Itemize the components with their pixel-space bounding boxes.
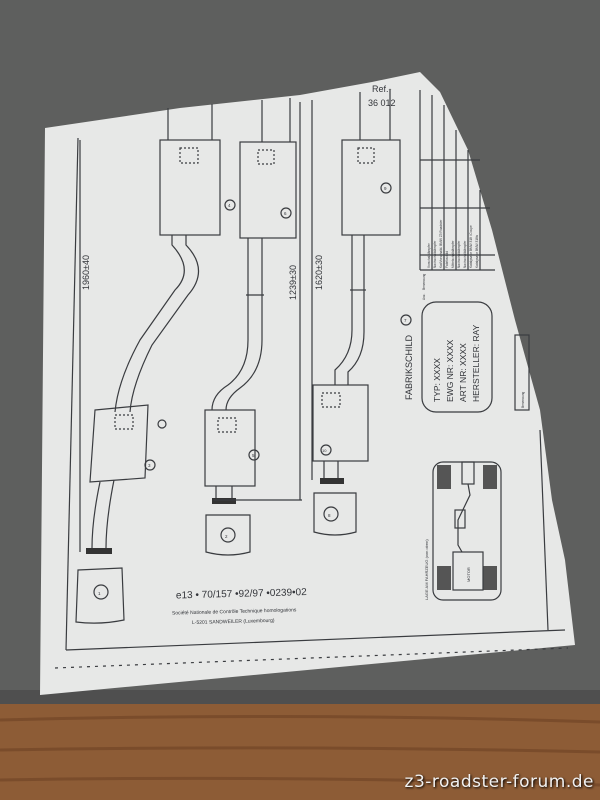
motor-label: MOTOR [466,567,471,582]
ref-code: 36 012 [368,98,396,108]
drawing: 1960±40 1239±30 1620±30 Ref.- 36 012 1 2… [54,84,569,669]
dimension-middle: 1239±30 [288,265,298,300]
engine-1 [75,567,125,624]
part-number: 6 [284,211,287,216]
part-number: 5 [252,453,255,458]
part-number: 8 [328,513,331,518]
lab-line-1: Société Nationale de Contrôle Technique … [172,607,297,616]
dimension-right: 1620±30 [314,255,324,290]
parts-table [419,90,495,271]
label-plate-box [421,301,493,413]
middle-muffler-2 [204,409,256,487]
dimension-left: 1960±40 [81,255,91,290]
table-row: Fabrikschild [445,251,449,268]
label-plate-line: TYP: XXXX [432,358,442,402]
label-plate-line: HERSTELLER: RAY [471,324,481,402]
table-row: Nachschalldämpfer [463,240,467,268]
table-footer: Benennung [422,273,426,290]
lab-line-2: L-5201 SANDWEILER (Luxembourg) [192,618,275,626]
paper-sheet [40,72,575,695]
table-row: Nachschalldämpfer [457,240,461,268]
part-number: 1 [98,591,101,596]
engine-3 [313,492,357,536]
part-number: 10 [322,448,327,453]
middle-muffler-1 [89,404,149,483]
table-row: Katalysator BMW 318 i Coupe [469,225,473,268]
table-row: Nachschalldämpfer [433,240,437,268]
label-plate-title: FABRIKSCHILD [404,334,414,400]
rear-muffler-3 [341,139,401,236]
table-row: Katalysator BMW 318is [475,234,479,268]
middle-muffler-3 [312,384,369,462]
label-plate-line: EWG NR: XXXX [445,339,455,402]
table-footer: Benennung [521,391,525,408]
table-row: Mittelschalldämpfer [451,240,455,268]
rear-muffler-2 [239,141,297,239]
part-number: 7 [404,318,407,323]
vehicle-position-title: LAGE AM FAHRZEUG (von oben) [424,539,429,600]
table-footer: Anz. [422,294,426,300]
part-number: 4 [228,203,231,208]
part-callouts [93,182,392,600]
part-number: 2 [225,534,228,539]
table-row: Kat/Vorschalld. BMW Z3 Roadster [439,219,443,268]
watermark: z3-roadster-forum.de [404,772,594,792]
table-row: Vorschalldämpfer [427,242,431,268]
part-number: 9 [384,186,387,191]
rear-muffler-1 [159,139,221,236]
engine-2 [205,514,251,556]
approval-number: e13 • 70/157 •92/97 •0239•02 [176,587,307,601]
part-number: 3 [148,463,151,468]
vehicle-diagram [432,461,502,601]
label-plate-line: ART NR: XXXX [458,343,468,402]
ref-label: Ref.- [372,84,392,94]
